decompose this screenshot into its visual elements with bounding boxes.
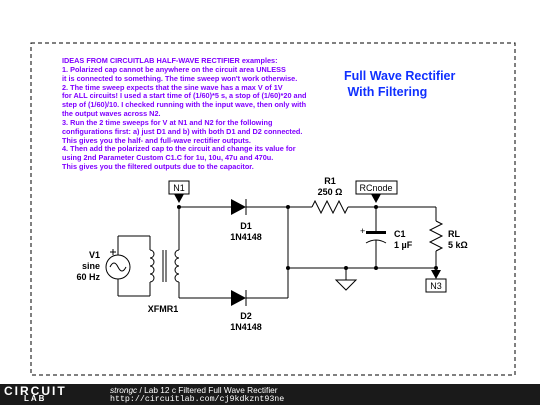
d1-name-label: D1 (240, 221, 252, 231)
xfmr-primary-coil[interactable] (149, 249, 155, 283)
c1-capacitor[interactable] (366, 231, 386, 234)
v1-name-label: V1 (89, 250, 100, 260)
r1-value-label: 250 Ω (318, 187, 343, 197)
n1-label: N1 (173, 183, 185, 193)
n1-flag-arrow (174, 194, 184, 203)
r1-resistor[interactable] (311, 199, 349, 215)
circuit-title: Full Wave Rectifier With Filtering (344, 69, 456, 99)
logo-circuit-text: CIRCUIT (4, 384, 67, 398)
n3-node-flag[interactable] (425, 278, 447, 293)
d1-diode[interactable] (231, 199, 246, 215)
sine-wave-icon (109, 262, 127, 272)
xfmr-label: XFMR1 (148, 304, 179, 314)
n3-label: N3 (430, 281, 442, 291)
r1-name-label: R1 (324, 176, 336, 186)
rcnode-flag-arrow (371, 194, 381, 203)
author-link[interactable]: strongc (110, 385, 138, 395)
circuitlab-logo[interactable]: CIRCUIT LAB (4, 384, 92, 404)
instructions-note: IDEAS FROM CIRCUITLAB HALF-WAVE RECTIFIE… (62, 56, 307, 172)
junction-dot (434, 266, 438, 270)
footer-title-line: strongc / Lab 12 c Filtered Full Wave Re… (110, 385, 284, 395)
xfmr-secondary-coil[interactable] (174, 249, 180, 283)
footer-separator: / (137, 385, 145, 395)
v1-type-label: sine (82, 261, 100, 271)
junction-dot (374, 205, 378, 209)
logo-lab-text: LAB (24, 394, 47, 403)
n1-node-flag[interactable] (168, 180, 190, 195)
d2-name-label: D2 (240, 311, 252, 321)
c1-value-label: 1 µF (394, 240, 413, 250)
rcnode-label: RCnode (359, 183, 392, 193)
circuit-url[interactable]: http://circuitlab.com/cj9kdkznt93ne (110, 395, 285, 404)
circuit-name: Lab 12 c Filtered Full Wave Rectifier (144, 385, 278, 395)
c1-name-label: C1 (394, 229, 406, 239)
n3-flag-arrow (431, 270, 441, 279)
footer-text: strongc / Lab 12 c Filtered Full Wave Re… (110, 385, 284, 405)
junction-dot (177, 205, 181, 209)
d1-part-label: 1N4148 (230, 232, 262, 242)
junction-dot (286, 266, 290, 270)
d2-diode[interactable] (231, 290, 246, 306)
rcnode-node-flag[interactable] (355, 180, 398, 195)
schematic-border (30, 42, 516, 376)
d2-part-label: 1N4148 (230, 322, 262, 332)
rl-resistor[interactable] (428, 220, 444, 252)
v1-freq-label: 60 Hz (76, 272, 100, 282)
c1-plus-sign: + (360, 226, 365, 236)
junction-dot (344, 266, 348, 270)
rl-value-label: 5 kΩ (448, 240, 468, 250)
junction-dot (374, 266, 378, 270)
ground-icon (334, 279, 358, 291)
junction-dot (286, 205, 290, 209)
rl-name-label: RL (448, 229, 460, 239)
footer-bar (0, 384, 540, 405)
